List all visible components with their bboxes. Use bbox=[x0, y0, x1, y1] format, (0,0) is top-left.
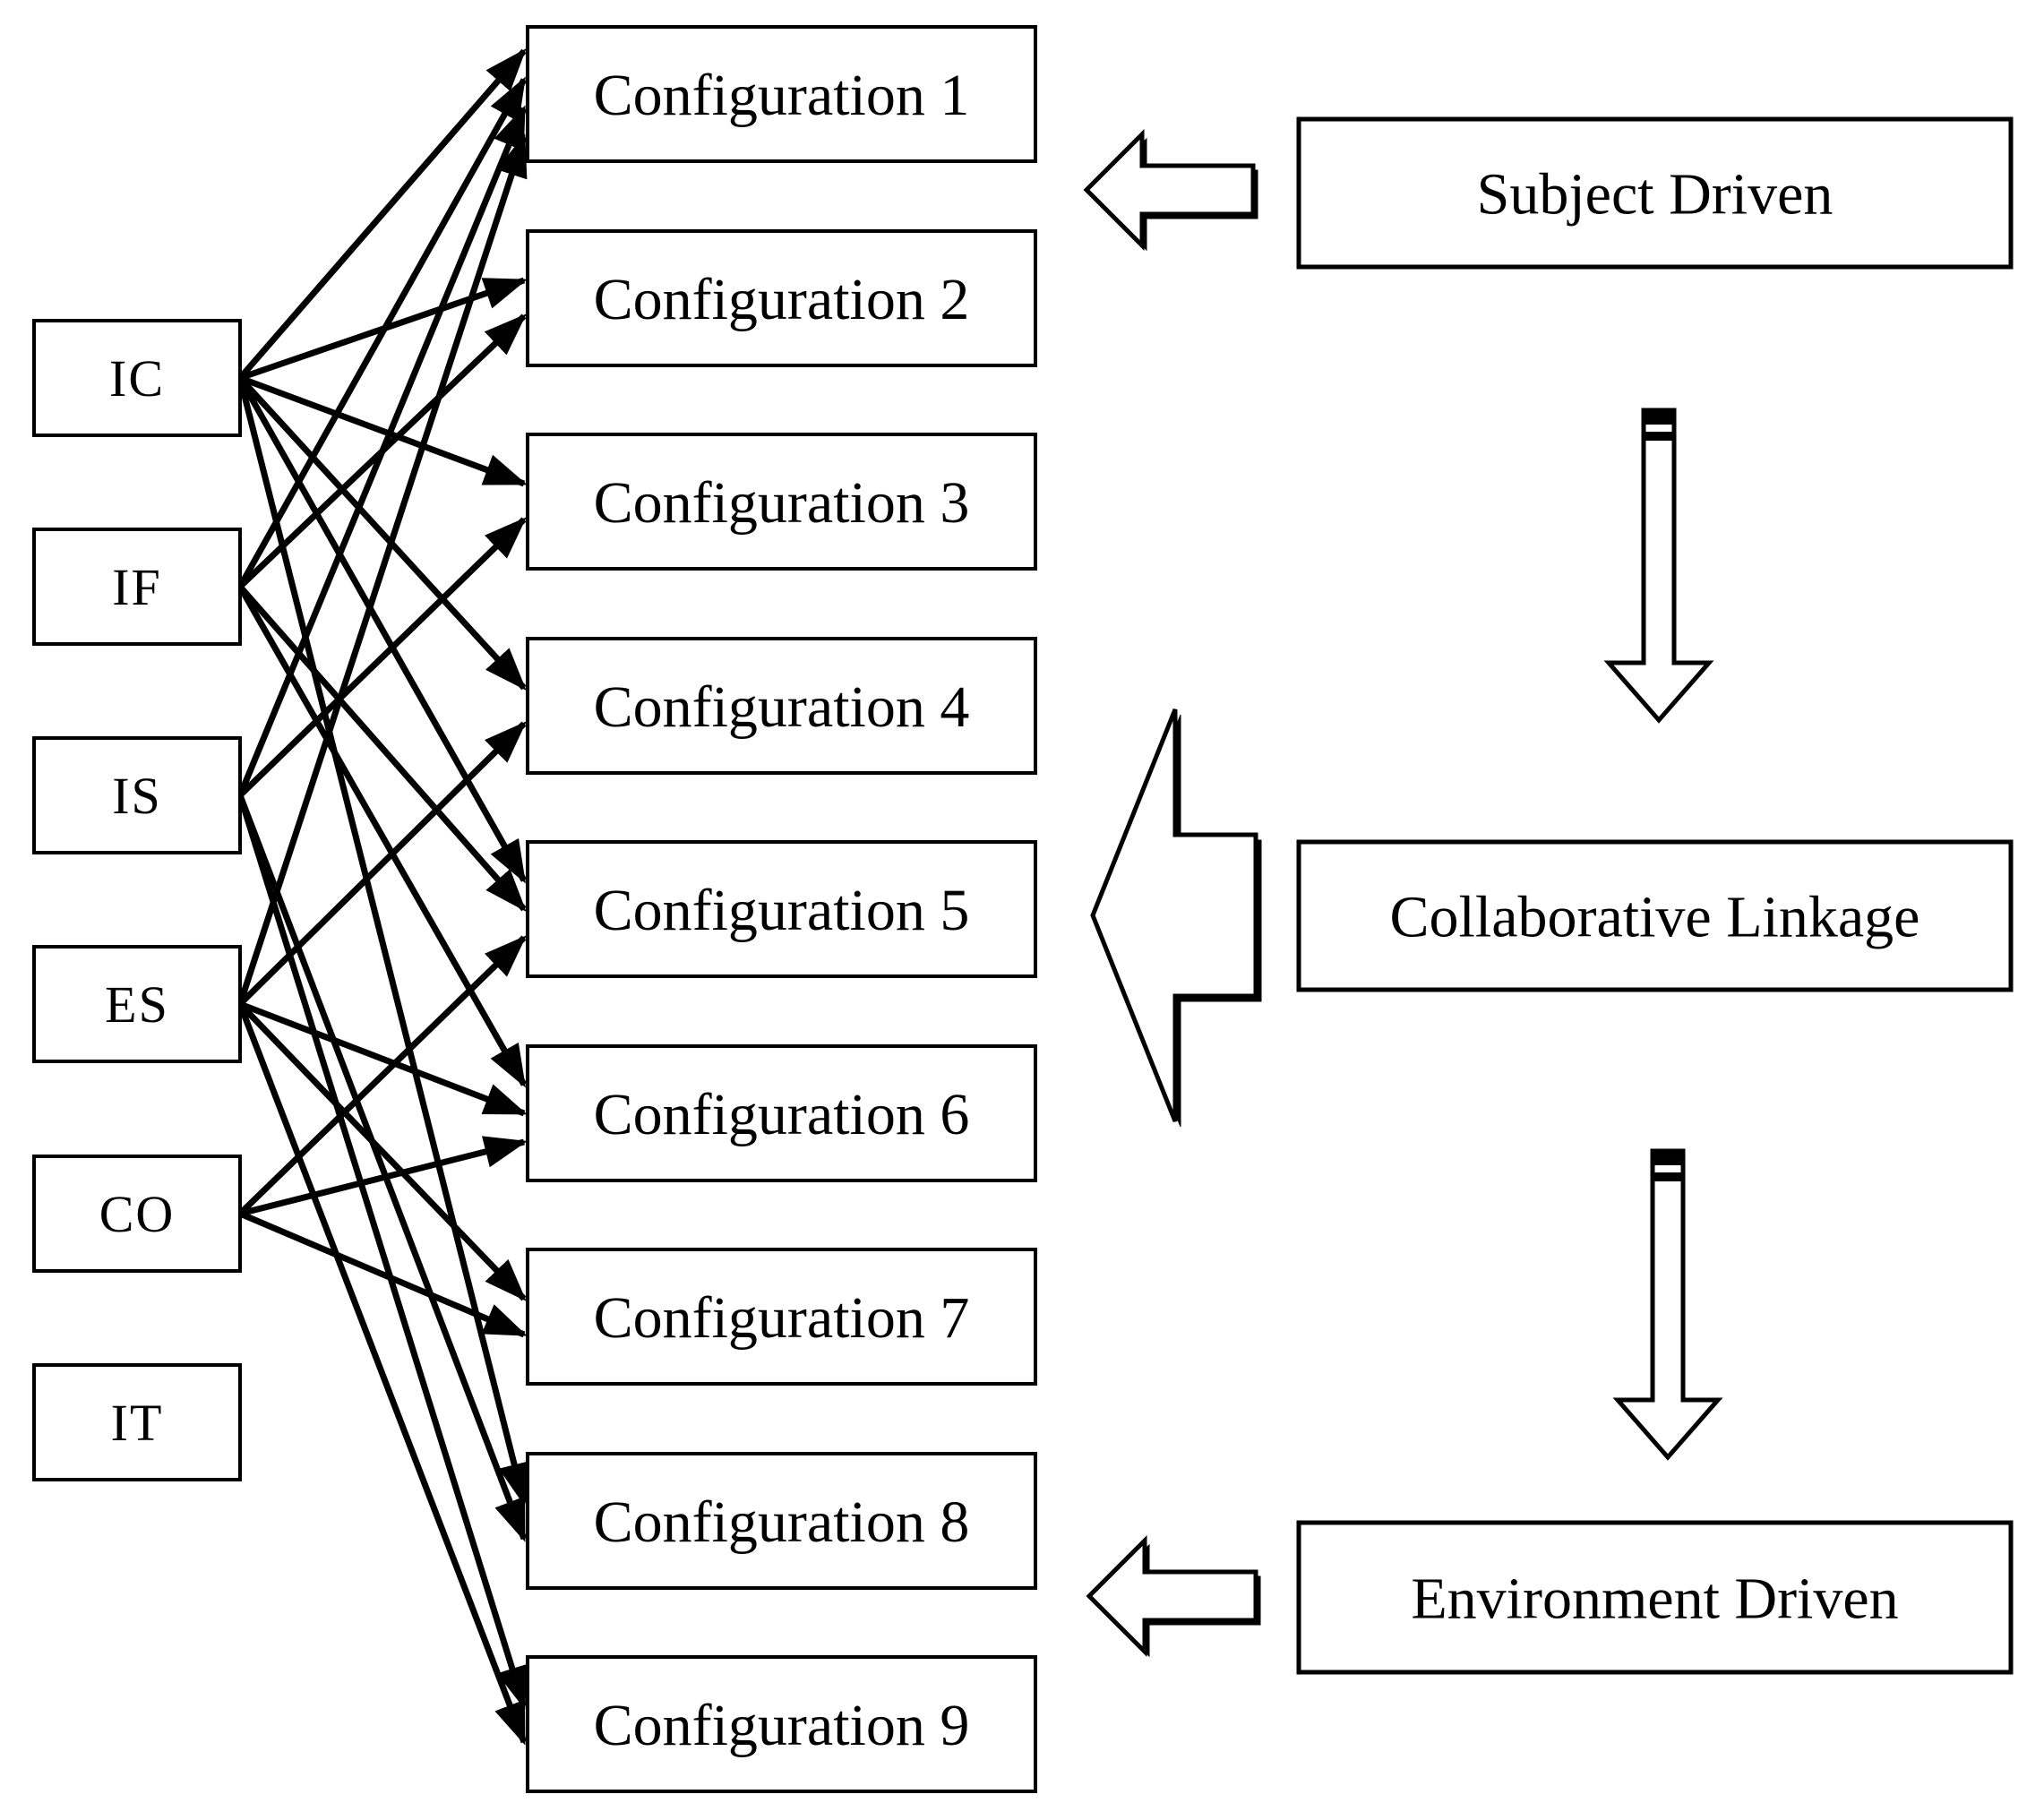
condition-box-IF bbox=[32, 528, 242, 646]
environment-driven-box bbox=[1296, 1520, 2014, 1675]
config-box-1 bbox=[526, 25, 1037, 163]
left-block-arrow-icon-subject bbox=[1083, 128, 1256, 252]
down-block-arrow-icon-1 bbox=[1603, 408, 1714, 724]
subject-label: Subject Driven bbox=[1477, 162, 1834, 228]
config-box-6 bbox=[526, 1044, 1037, 1182]
config-label-3: Configuration 3 bbox=[594, 470, 970, 536]
down-block-arrow-icon-2-cap-2 bbox=[1651, 1172, 1685, 1181]
edge-line-IC-C4 bbox=[237, 375, 527, 691]
config-box-3 bbox=[526, 433, 1037, 571]
edge-line-IC-C5 bbox=[236, 376, 528, 884]
environment-label: Environment Driven bbox=[1411, 1567, 1898, 1632]
left-block-arrow-icon-environment bbox=[1086, 1534, 1258, 1658]
down-block-arrow-icon-2 bbox=[1612, 1148, 1723, 1461]
condition-box-IC bbox=[32, 319, 242, 437]
condition-box-CO bbox=[32, 1155, 242, 1273]
edge-line-IC-C2 bbox=[238, 277, 528, 382]
edge-line-IS-C9 bbox=[236, 794, 528, 1710]
config-label-9: Configuration 9 bbox=[594, 1693, 970, 1758]
edge-line-ES-C1 bbox=[236, 133, 528, 1006]
edge-line-ES-C7 bbox=[237, 1001, 527, 1301]
config-box-5 bbox=[526, 840, 1037, 978]
edge-line-IC-C1 bbox=[237, 47, 527, 381]
collaborative-driven-box bbox=[1296, 839, 2014, 992]
config-label-5: Configuration 5 bbox=[594, 878, 970, 943]
condition-box-ES bbox=[32, 945, 242, 1063]
condition-label-CO: CO bbox=[99, 1185, 176, 1243]
condition-label-IT: IT bbox=[111, 1394, 164, 1452]
config-box-7 bbox=[526, 1248, 1037, 1386]
condition-label-IF: IF bbox=[112, 558, 162, 616]
edge-line-ES-C9 bbox=[236, 1002, 528, 1746]
collaborative-label: Collaborative Linkage bbox=[1390, 885, 1920, 950]
condition-label-IC: IC bbox=[109, 349, 165, 408]
edge-line-CO-C7 bbox=[238, 1210, 528, 1338]
condition-box-IT bbox=[32, 1363, 242, 1481]
edge-line-CO-C6 bbox=[239, 1136, 528, 1217]
config-label-6: Configuration 6 bbox=[594, 1082, 970, 1147]
config-label-7: Configuration 7 bbox=[594, 1285, 970, 1351]
config-box-4 bbox=[526, 637, 1037, 775]
edge-line-IC-C3 bbox=[238, 374, 528, 487]
config-box-9 bbox=[526, 1655, 1037, 1793]
condition-label-IS: IS bbox=[112, 767, 162, 825]
config-label-2: Configuration 2 bbox=[594, 267, 970, 332]
down-block-arrow-icon-2-cap-1 bbox=[1651, 1149, 1685, 1165]
edge-line-IF-C1 bbox=[236, 76, 528, 588]
subject-driven-box bbox=[1296, 116, 2014, 270]
edge-line-IS-C8 bbox=[236, 794, 528, 1542]
config-label-8: Configuration 8 bbox=[594, 1489, 970, 1555]
edge-line-IF-C2 bbox=[237, 313, 527, 589]
condition-box-IS bbox=[32, 736, 242, 854]
config-box-2 bbox=[526, 229, 1037, 367]
big-left-block-arrow-icon bbox=[1090, 708, 1258, 1122]
edge-line-IF-C5 bbox=[237, 584, 527, 913]
config-label-1: Configuration 1 bbox=[594, 63, 970, 128]
down-block-arrow-icon-1-cap-2 bbox=[1642, 432, 1676, 441]
edge-line-IS-C3 bbox=[237, 517, 527, 798]
down-block-arrow-icon-1-cap-1 bbox=[1642, 408, 1676, 425]
config-label-4: Configuration 4 bbox=[594, 674, 970, 740]
condition-label-ES: ES bbox=[105, 975, 169, 1034]
edge-line-IF-C6 bbox=[236, 585, 528, 1088]
edge-line-ES-C6 bbox=[238, 1000, 528, 1117]
edge-line-CO-C5 bbox=[237, 935, 527, 1216]
config-box-8 bbox=[526, 1452, 1037, 1590]
